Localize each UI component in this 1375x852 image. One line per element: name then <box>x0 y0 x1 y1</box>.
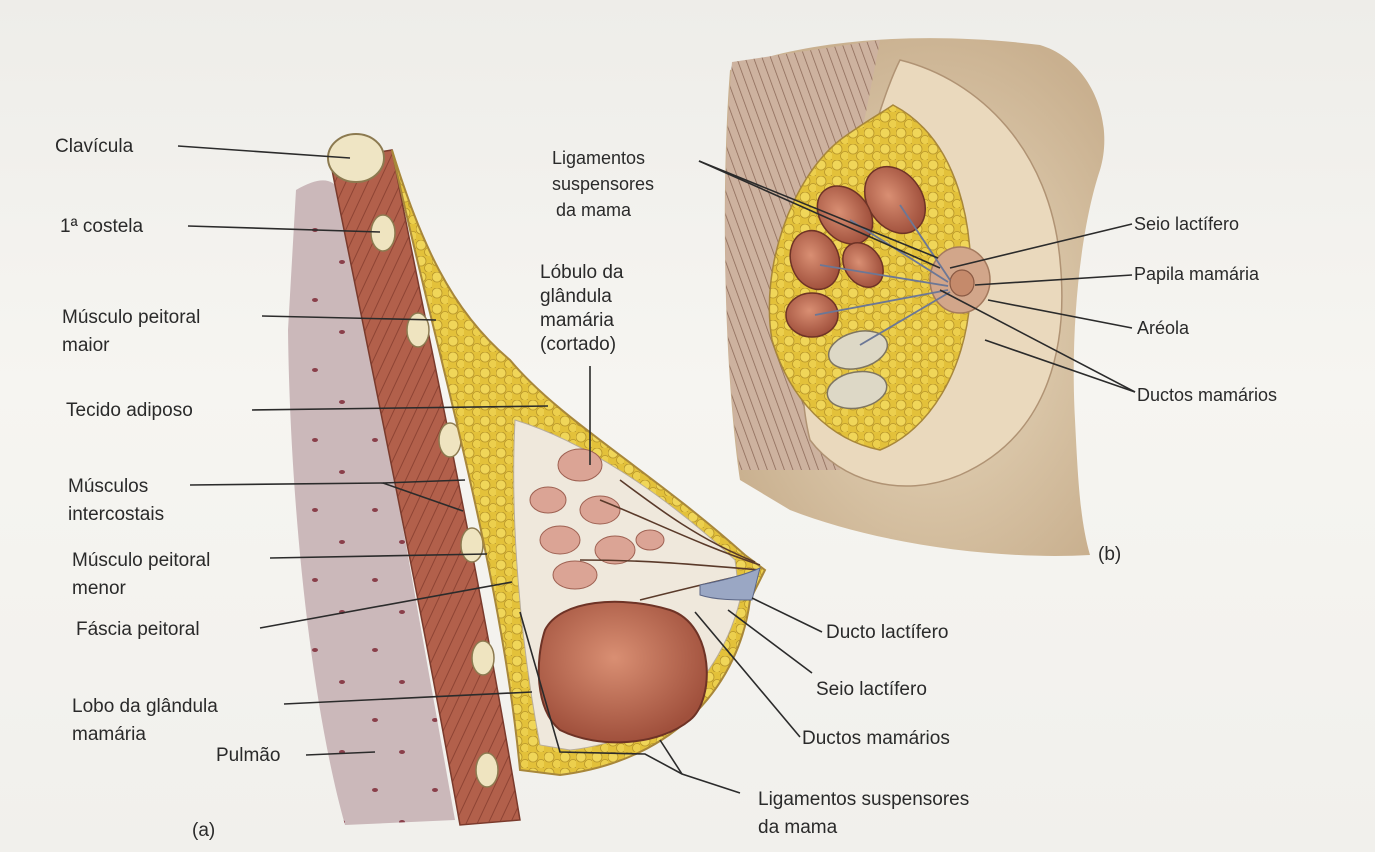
label-ductos-mamarios-a: Ductos mamários <box>802 728 950 749</box>
mammary-lobe <box>539 602 707 743</box>
label-ligamentos-a-2: da mama <box>758 817 838 838</box>
label-lobulo-2: glândula <box>540 286 612 307</box>
label-ligamentos-b-2: suspensores <box>552 174 654 194</box>
label-lobo-1: Lobo da glândula <box>72 696 218 717</box>
label-lobulo-4: (cortado) <box>540 334 616 355</box>
label-intercostais-1: Músculos <box>68 476 148 497</box>
label-ligamentos-a-1: Ligamentos suspensores <box>758 789 969 810</box>
label-peitoral-menor-1: Músculo peitoral <box>72 550 210 571</box>
figure-b-anterior-view <box>725 38 1105 556</box>
nipple-shape <box>950 270 974 296</box>
panel-label-a: (a) <box>192 820 215 841</box>
label-fascia-peitoral: Fáscia peitoral <box>76 619 200 640</box>
label-peitoral-maior-1: Músculo peitoral <box>62 307 200 328</box>
label-ligamentos-b-3: da mama <box>556 200 632 220</box>
label-ducto-lactifero: Ducto lactífero <box>826 622 949 643</box>
clavicle-bone <box>328 134 384 182</box>
label-lobulo-1: Lóbulo da <box>540 262 624 283</box>
label-ligamentos-b-1: Ligamentos <box>552 148 645 168</box>
label-pulmao: Pulmão <box>216 745 280 766</box>
label-ductos-mamarios-b: Ductos mamários <box>1137 385 1277 405</box>
label-seio-lactifero-a: Seio lactífero <box>816 679 927 700</box>
label-peitoral-menor-2: menor <box>72 578 127 599</box>
panel-label-b: (b) <box>1098 544 1121 565</box>
label-lobulo-3: mamária <box>540 310 614 331</box>
label-papila-mamaria: Papila mamária <box>1134 264 1260 284</box>
label-intercostais-2: intercostais <box>68 504 164 525</box>
label-seio-lactifero-b: Seio lactífero <box>1134 214 1239 234</box>
label-primeira-costela: 1ª costela <box>60 216 144 237</box>
label-areola: Aréola <box>1137 318 1190 338</box>
label-lobo-2: mamária <box>72 724 146 745</box>
label-clavicula: Clavícula <box>55 136 134 157</box>
label-peitoral-maior-2: maior <box>62 335 110 356</box>
figure-a-sagittal-section <box>288 134 765 825</box>
label-tecido-adiposo: Tecido adiposo <box>66 400 193 421</box>
